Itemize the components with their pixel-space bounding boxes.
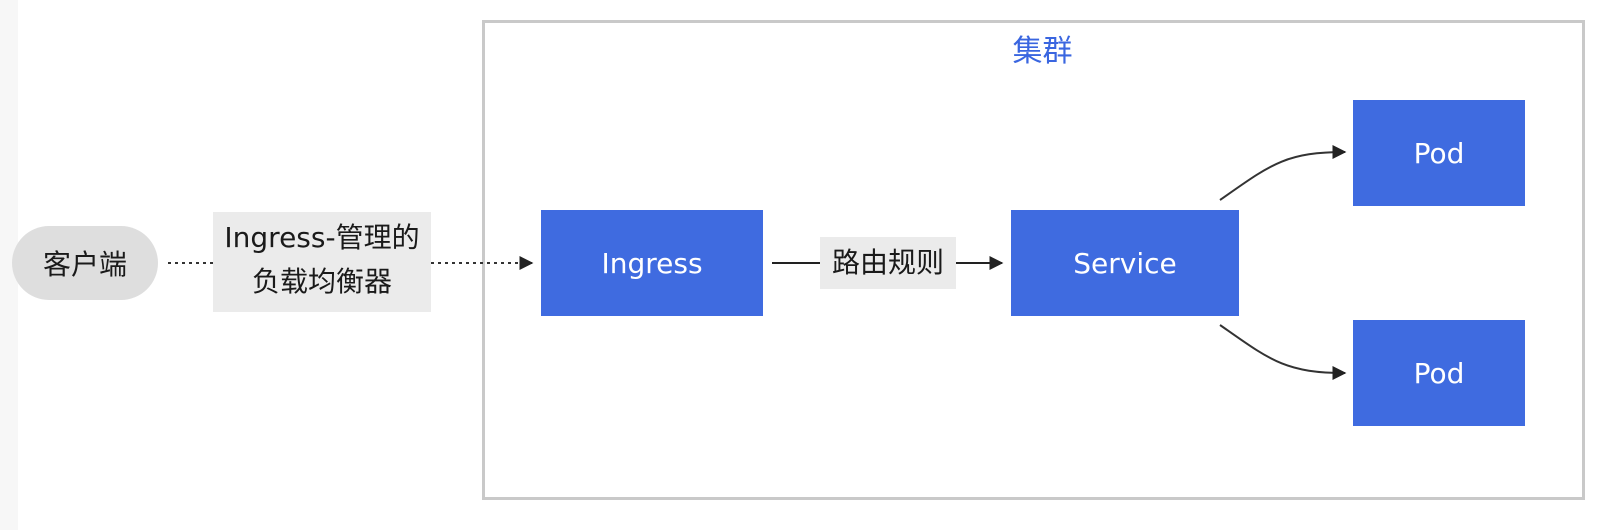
pod-bottom-label: Pod bbox=[1413, 356, 1465, 390]
service-to-pod-bottom-edge bbox=[1219, 324, 1347, 380]
cluster-label: 集群 bbox=[1012, 34, 1073, 69]
load-balancer-label-line1: Ingress-管理的 bbox=[224, 221, 420, 254]
pod-node-bottom: Pod bbox=[1353, 320, 1525, 426]
client-label: 客户端 bbox=[42, 248, 127, 281]
routing-rules-edge-label: 路由规则 bbox=[820, 237, 956, 289]
left-margin-strip bbox=[0, 0, 18, 530]
pod-top-label: Pod bbox=[1413, 136, 1465, 170]
load-balancer-edge-label: Ingress-管理的 负载均衡器 bbox=[213, 212, 431, 312]
client-node: 客户端 bbox=[12, 226, 158, 300]
cluster-boundary bbox=[482, 20, 1585, 500]
load-balancer-label-line2: 负载均衡器 bbox=[251, 265, 392, 298]
pod-node-top: Pod bbox=[1353, 100, 1525, 206]
service-label: Service bbox=[1073, 246, 1177, 280]
service-node: Service bbox=[1011, 210, 1239, 316]
ingress-label: Ingress bbox=[601, 246, 703, 280]
ingress-node: Ingress bbox=[541, 210, 763, 316]
routing-rules-label: 路由规则 bbox=[831, 246, 944, 279]
service-to-pod-top-edge bbox=[1219, 145, 1347, 201]
